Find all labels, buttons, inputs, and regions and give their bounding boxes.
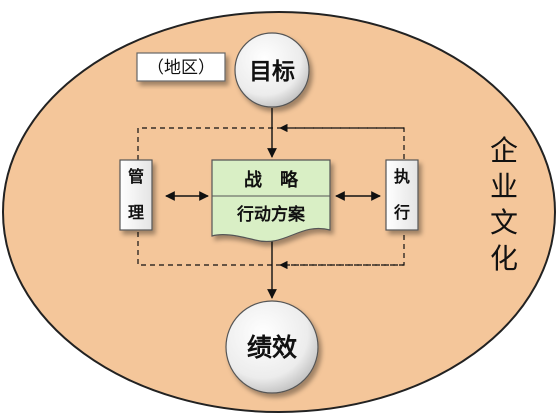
culture-char-3: 文	[490, 206, 518, 239]
culture-char-2: 业	[490, 170, 518, 203]
goal-circle: 目标	[234, 32, 310, 108]
culture-label: 企 业 文 化	[490, 134, 518, 275]
feedback-loop	[137, 123, 405, 270]
strategy-title: 战 略	[244, 169, 299, 191]
region-label: （地区）	[147, 58, 215, 78]
strategy-document: 战 略 行动方案	[211, 159, 331, 243]
culture-char-1: 企	[490, 134, 518, 167]
culture-char-4: 化	[490, 242, 518, 275]
execution-box: 执 行	[385, 159, 419, 231]
goal-label: 目标	[249, 59, 295, 85]
management-char-1: 管	[128, 167, 144, 186]
performance-circle: 绩效	[225, 300, 319, 394]
execution-char-1: 执	[394, 167, 410, 186]
management-char-2: 理	[128, 203, 144, 222]
strategy-subtitle: 行动方案	[236, 204, 306, 225]
management-box: 管 理	[119, 159, 153, 231]
performance-label: 绩效	[247, 333, 297, 362]
region-label-box: （地区）	[136, 52, 226, 82]
execution-char-2: 行	[393, 203, 410, 222]
